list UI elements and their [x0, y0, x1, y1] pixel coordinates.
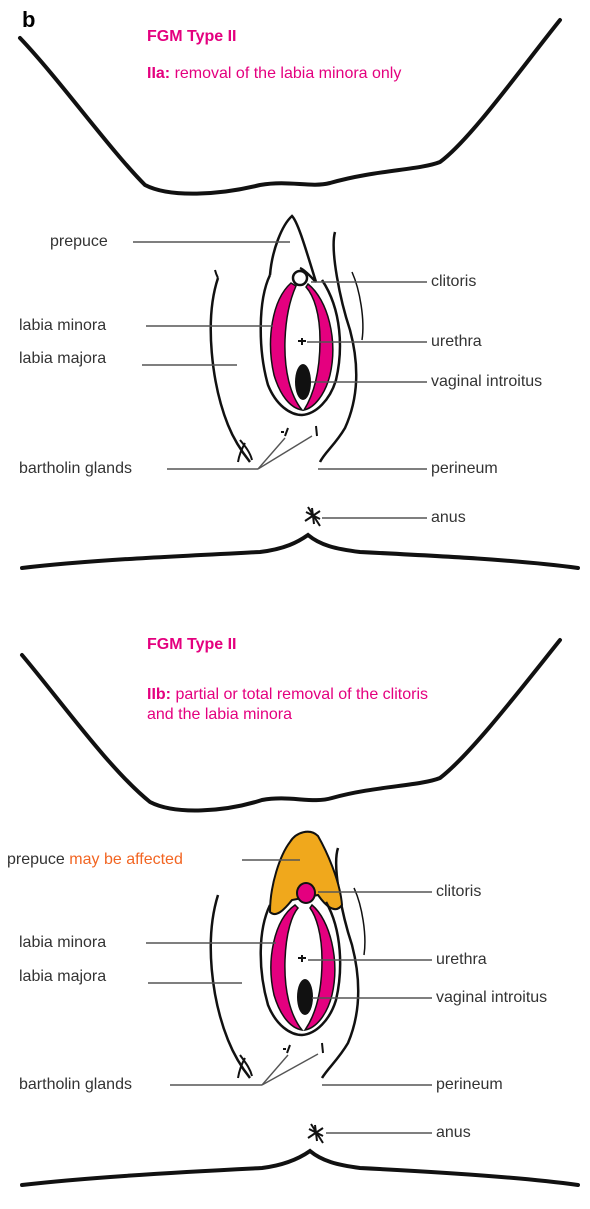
panel-a-label-prepuce: prepuce — [50, 234, 108, 250]
panel-a-label-vaginal-introitus: vaginal introitus — [431, 374, 542, 390]
panel-b-description: IIb: partial or total removal of the cli… — [147, 685, 447, 725]
panel-a-label-urethra: urethra — [431, 334, 482, 350]
panel-b-label-urethra: urethra — [436, 952, 487, 968]
panel-a-clitoris — [293, 271, 307, 285]
panel-a-label-labia-majora: labia majora — [19, 351, 106, 367]
panel-a-labia-majora-left — [211, 278, 250, 462]
panel-a-urethra — [298, 338, 306, 345]
panel-b-label-prepuce: prepuce may be affected — [7, 852, 183, 868]
panel-a-subtype-text: removal of the labia minora only — [175, 65, 402, 82]
panel-b-subtype-text: partial or total removal of the clitoris… — [147, 686, 428, 723]
panel-letter: b — [22, 9, 35, 31]
panel-a-anus — [305, 507, 320, 526]
panel-a-label-bartholin-glands: bartholin glands — [19, 461, 132, 477]
panel-a-label-perineum: perineum — [431, 461, 498, 477]
panel-b-label-vaginal-introitus: vaginal introitus — [436, 990, 547, 1006]
panel-a-label-clitoris: clitoris — [431, 274, 476, 290]
panel-b-prepuce-word: prepuce — [7, 851, 65, 868]
panel-a-lower-curve — [22, 535, 578, 568]
panel-a-description: IIa: removal of the labia minora only — [147, 64, 547, 84]
panel-b-label-bartholin-glands: bartholin glands — [19, 1077, 132, 1093]
panel-b-label-anus: anus — [436, 1125, 471, 1141]
panel-a-title: FGM Type II — [147, 29, 236, 45]
panel-b-urethra — [298, 955, 306, 962]
panel-a-drawing — [20, 20, 578, 568]
panel-b-label-labia-minora: labia minora — [19, 935, 106, 951]
panel-b-label-perineum: perineum — [436, 1077, 503, 1093]
panel-b-bartholin-glands — [283, 1043, 323, 1053]
panel-b-lower-curve — [22, 1151, 578, 1185]
panel-b-labia-majora-left — [211, 895, 250, 1078]
panel-b-label-labia-majora: labia majora — [19, 969, 106, 985]
panel-b-label-clitoris: clitoris — [436, 884, 481, 900]
panel-b-labia-minora — [271, 905, 302, 1030]
panel-a-label-labia-minora: labia minora — [19, 318, 106, 334]
panel-b-upper-curve — [22, 640, 560, 810]
panel-a-upper-curve — [20, 20, 560, 194]
panel-b-anus — [308, 1124, 323, 1143]
panel-a-vaginal-introitus — [295, 364, 311, 400]
panel-b-prepuce-note: may be affected — [69, 851, 183, 868]
panel-b-clitoris — [297, 883, 315, 903]
panel-b-subtype-code: IIb: — [147, 686, 171, 703]
panel-a-subtype-code: IIa: — [147, 65, 170, 82]
panel-a-bartholin-glands — [281, 426, 317, 436]
panel-a-label-anus: anus — [431, 510, 466, 526]
panel-b-title: FGM Type II — [147, 637, 236, 653]
panel-b-vaginal-introitus — [297, 979, 313, 1015]
panel-a-prepuce — [270, 216, 316, 282]
